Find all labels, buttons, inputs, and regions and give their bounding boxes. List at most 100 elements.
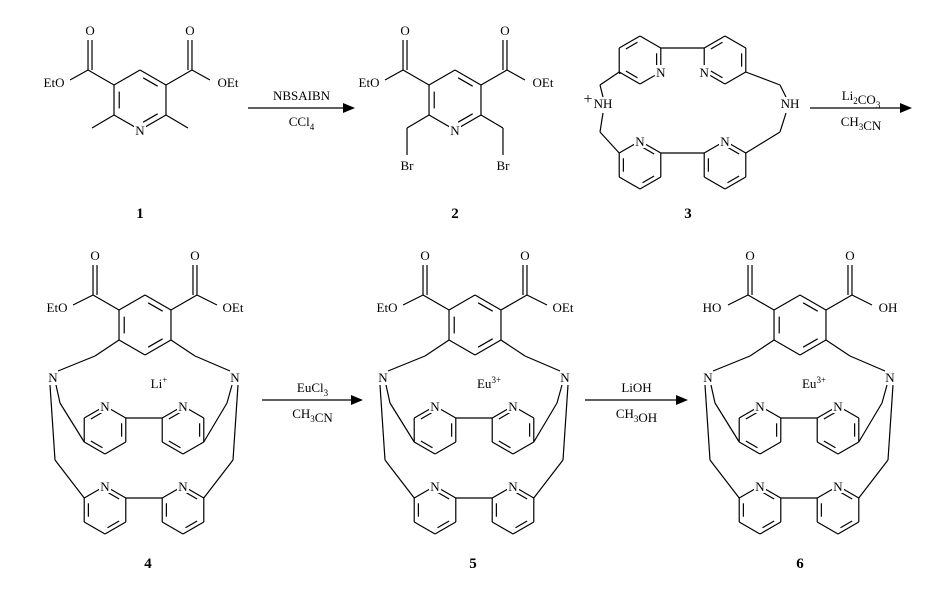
atom-label: O xyxy=(745,248,754,263)
bond xyxy=(170,339,196,357)
atom-label: HO xyxy=(703,300,722,315)
bond xyxy=(858,402,883,443)
bond xyxy=(599,131,620,154)
bond xyxy=(773,294,801,311)
atom-label: N xyxy=(703,370,713,385)
bond xyxy=(618,71,641,85)
bond xyxy=(512,441,535,455)
bond xyxy=(182,441,205,455)
atom-label: N xyxy=(635,134,645,149)
bond xyxy=(107,491,120,500)
bond xyxy=(191,69,211,81)
bond xyxy=(434,521,457,535)
bond xyxy=(168,411,181,420)
n-mask xyxy=(99,479,111,493)
atom-label: OEt xyxy=(218,75,239,90)
bond xyxy=(762,520,775,529)
atom-label: N xyxy=(833,399,843,414)
atom-label: N xyxy=(508,399,518,414)
bond xyxy=(747,294,775,311)
atom-label: NH xyxy=(594,96,613,111)
bond xyxy=(185,491,198,500)
atom-label: N xyxy=(430,399,440,414)
compound-number-1: 1 xyxy=(136,206,144,222)
bond xyxy=(642,146,655,155)
bond xyxy=(185,520,198,529)
atom-label: N xyxy=(700,65,710,80)
bond xyxy=(420,411,433,420)
bond xyxy=(599,112,604,133)
formula-label: NBSAIBN xyxy=(273,88,331,103)
bond xyxy=(402,294,424,306)
bond xyxy=(55,384,61,404)
bond xyxy=(54,459,85,499)
bond xyxy=(625,41,638,50)
bond xyxy=(384,69,404,81)
atom-label: N xyxy=(178,479,188,494)
bond xyxy=(533,459,564,499)
bond xyxy=(491,521,514,535)
bond xyxy=(802,338,818,348)
bond xyxy=(500,339,526,357)
bond xyxy=(639,176,662,190)
bond xyxy=(83,441,106,455)
bond xyxy=(642,175,655,184)
arrow-head xyxy=(676,395,688,405)
bond xyxy=(712,355,751,372)
bond xyxy=(556,384,563,404)
bond xyxy=(799,294,827,311)
bond xyxy=(165,114,189,129)
bond xyxy=(762,491,775,500)
bond xyxy=(165,69,193,86)
bond xyxy=(710,70,723,79)
bond xyxy=(639,35,662,49)
bond xyxy=(92,294,120,311)
bond xyxy=(144,339,172,356)
bond xyxy=(480,69,508,86)
arrows-layer: NBSAIBNCCl4Li2CO3CH3CNEuCl3CH3CNLiOHCH3O… xyxy=(248,88,912,425)
atom-label: N xyxy=(178,399,188,414)
atom-label: EtO xyxy=(377,300,398,315)
bond xyxy=(849,355,886,372)
bond xyxy=(147,302,163,312)
bond xyxy=(840,491,853,500)
compound-number-6: 6 xyxy=(796,556,804,572)
bond xyxy=(454,69,482,86)
bond xyxy=(448,294,476,311)
atom-label: Br xyxy=(496,158,510,173)
bond xyxy=(385,384,391,404)
bond xyxy=(625,70,638,79)
bond xyxy=(107,520,120,529)
bond xyxy=(59,402,85,443)
bond xyxy=(749,339,775,357)
bond xyxy=(142,77,158,87)
bond xyxy=(779,112,787,133)
bond xyxy=(474,339,502,356)
formula-label: EuCl3 xyxy=(297,380,329,398)
arrow-head xyxy=(351,395,363,405)
bond xyxy=(823,411,836,420)
formula-label: Li2CO3 xyxy=(842,88,881,110)
bond xyxy=(714,402,740,443)
bond xyxy=(168,440,181,449)
bond xyxy=(881,384,888,404)
atom-label: N xyxy=(656,65,666,80)
bond xyxy=(161,441,184,455)
bond xyxy=(91,114,115,129)
bond xyxy=(759,521,782,535)
atom-label: N xyxy=(378,370,388,385)
bond xyxy=(182,521,205,535)
bond xyxy=(759,441,782,455)
bond xyxy=(745,131,781,154)
bond xyxy=(477,302,493,312)
n-mask xyxy=(832,479,844,493)
bond xyxy=(49,384,56,461)
bond xyxy=(727,294,749,306)
bond xyxy=(599,84,604,98)
